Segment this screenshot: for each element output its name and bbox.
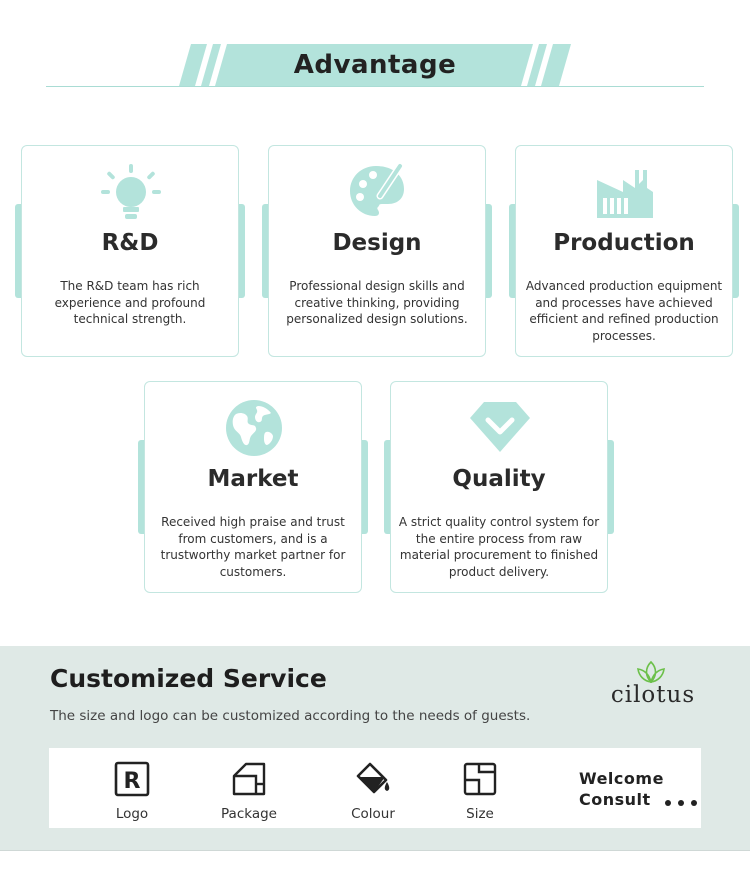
diamond-check-icon bbox=[468, 396, 532, 460]
card-title: Market bbox=[207, 466, 299, 492]
lightbulb-icon bbox=[99, 160, 163, 224]
card-title: Quality bbox=[452, 466, 546, 492]
card-description: Professional design skills and creative … bbox=[286, 279, 468, 326]
card-tab-left bbox=[138, 440, 144, 534]
paint-bucket-icon bbox=[354, 760, 392, 798]
advantage-card-rnd: R&D The R&D team has rich experience and… bbox=[15, 145, 245, 357]
advantage-banner-shape bbox=[179, 44, 571, 86]
card-title: R&D bbox=[101, 230, 159, 256]
card-tab-right bbox=[486, 204, 492, 298]
service-item-package[interactable]: Package bbox=[204, 760, 294, 822]
card-description: A strict quality control system for the … bbox=[398, 515, 600, 579]
brand-name: cilotus bbox=[610, 682, 696, 708]
customized-service-section: Customized Service The size and logo can… bbox=[0, 646, 750, 850]
advantage-card-production: Production Advanced production equipment… bbox=[509, 145, 739, 357]
card-description: Received high praise and trust from cust… bbox=[160, 515, 346, 579]
service-item-colour[interactable]: Colour bbox=[328, 760, 418, 822]
service-item-label: Size bbox=[466, 806, 494, 822]
svg-text:R: R bbox=[124, 769, 141, 794]
advantage-header: Advantage bbox=[0, 0, 750, 100]
service-options-bar: R Logo Package bbox=[49, 748, 701, 828]
card-tab-right bbox=[362, 440, 368, 534]
palette-icon bbox=[346, 160, 410, 224]
service-subtitle: The size and logo can be customized acco… bbox=[50, 708, 531, 724]
service-item-size[interactable]: Size bbox=[435, 760, 525, 822]
card-title: Design bbox=[332, 230, 422, 256]
service-item-label: Logo bbox=[115, 806, 149, 822]
service-item-label: Colour bbox=[351, 806, 395, 822]
card-tab-right bbox=[733, 204, 739, 298]
card-tab-right bbox=[608, 440, 614, 534]
card-tab-left bbox=[384, 440, 390, 534]
card-tab-left bbox=[509, 204, 515, 298]
card-tab-left bbox=[15, 204, 21, 298]
bottom-divider bbox=[0, 850, 750, 851]
registered-icon: R bbox=[113, 760, 151, 798]
size-icon bbox=[461, 760, 499, 798]
advantage-card-design: Design Professional design skills and cr… bbox=[262, 145, 492, 357]
advantage-title: Advantage bbox=[293, 50, 457, 80]
package-icon bbox=[230, 760, 268, 798]
service-item-logo[interactable]: R Logo bbox=[87, 760, 177, 822]
advantage-card-market: Market Received high praise and trust fr… bbox=[138, 381, 368, 593]
advantage-card-quality: Quality A strict quality control system … bbox=[384, 381, 614, 593]
brand-logo: cilotus bbox=[598, 660, 708, 714]
factory-icon bbox=[593, 160, 657, 224]
lotus-icon bbox=[637, 660, 665, 684]
service-title: Customized Service bbox=[50, 664, 327, 693]
globe-icon bbox=[222, 396, 286, 460]
welcome-line: Welcome bbox=[579, 769, 664, 788]
consult-line: Consult bbox=[579, 790, 651, 809]
welcome-consult-link[interactable]: Welcome Consult bbox=[579, 768, 664, 810]
card-tab-left bbox=[262, 204, 268, 298]
card-tab-right bbox=[239, 204, 245, 298]
card-description: The R&D team has rich experience and pro… bbox=[54, 279, 206, 326]
card-title: Production bbox=[553, 230, 695, 256]
more-dots-icon[interactable] bbox=[665, 791, 709, 806]
advantage-divider bbox=[46, 86, 704, 87]
service-item-label: Package bbox=[221, 806, 277, 822]
card-description: Advanced production equipment and proces… bbox=[525, 279, 723, 343]
